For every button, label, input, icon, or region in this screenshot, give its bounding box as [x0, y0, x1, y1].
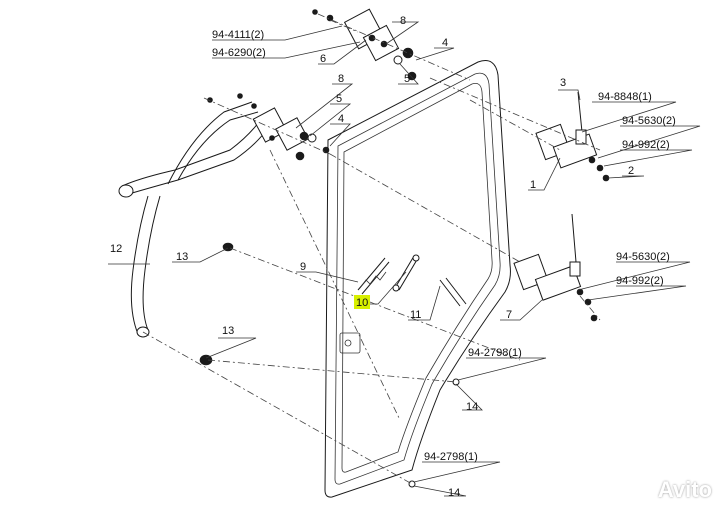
door-glass-panel: [324, 60, 511, 498]
callout-94-4111: 94-4111(2): [212, 29, 264, 41]
callout-9: 9: [300, 261, 306, 273]
leader-lines: [108, 21, 701, 497]
callout-94-8848: 94-8848(1): [598, 91, 652, 103]
callout-94-992-lower: 94-992(2): [616, 275, 664, 287]
callout-94-5630-upper: 94-5630(2): [622, 115, 676, 127]
lower-door-hinge: [513, 213, 598, 322]
callout-94-5630-lower: 94-5630(2): [616, 251, 670, 263]
callout-14-lower: 14: [448, 487, 460, 499]
avito-logo-icon: Avito: [657, 477, 712, 502]
callout-94-6290: 94-6290(2): [212, 47, 266, 59]
callout-13-upper: 13: [176, 251, 188, 263]
callout-10: 10: [356, 297, 368, 309]
callout-5-mid: 5: [336, 93, 342, 105]
rail-hinge-bracket: [207, 93, 330, 161]
callout-8-top: 8: [400, 15, 406, 27]
assembly-lines: [142, 13, 601, 485]
callout-labels: 94-4111(2) 94-6290(2) 8 6 4 5 8 5 4 3 94…: [110, 15, 676, 499]
callout-1: 1: [530, 179, 536, 191]
callout-7: 7: [506, 309, 512, 321]
callout-94-2798-lower: 94-2798(1): [424, 451, 478, 463]
callout-94-992-upper: 94-992(2): [622, 139, 670, 151]
callout-8-mid: 8: [338, 73, 344, 85]
latch-spring-assembly: [357, 254, 467, 307]
callout-11: 11: [410, 309, 421, 321]
callout-4-top: 4: [442, 37, 448, 49]
callout-12: 12: [110, 243, 122, 255]
callout-13-lower: 13: [222, 325, 234, 337]
callout-3: 3: [560, 77, 566, 89]
callout-2: 2: [628, 165, 634, 177]
callout-6: 6: [320, 53, 326, 65]
callout-14-upper: 14: [466, 401, 478, 413]
callout-94-2798-upper: 94-2798(1): [468, 347, 522, 359]
top-hinge-bracket: [312, 8, 417, 81]
callout-5-top: 5: [404, 73, 410, 85]
washer-14-lower: [408, 480, 416, 488]
highlight-marker: [354, 295, 370, 309]
handrail-tube: [118, 101, 269, 338]
upper-door-hinge: [535, 91, 610, 182]
callout-4-mid: 4: [338, 113, 344, 125]
